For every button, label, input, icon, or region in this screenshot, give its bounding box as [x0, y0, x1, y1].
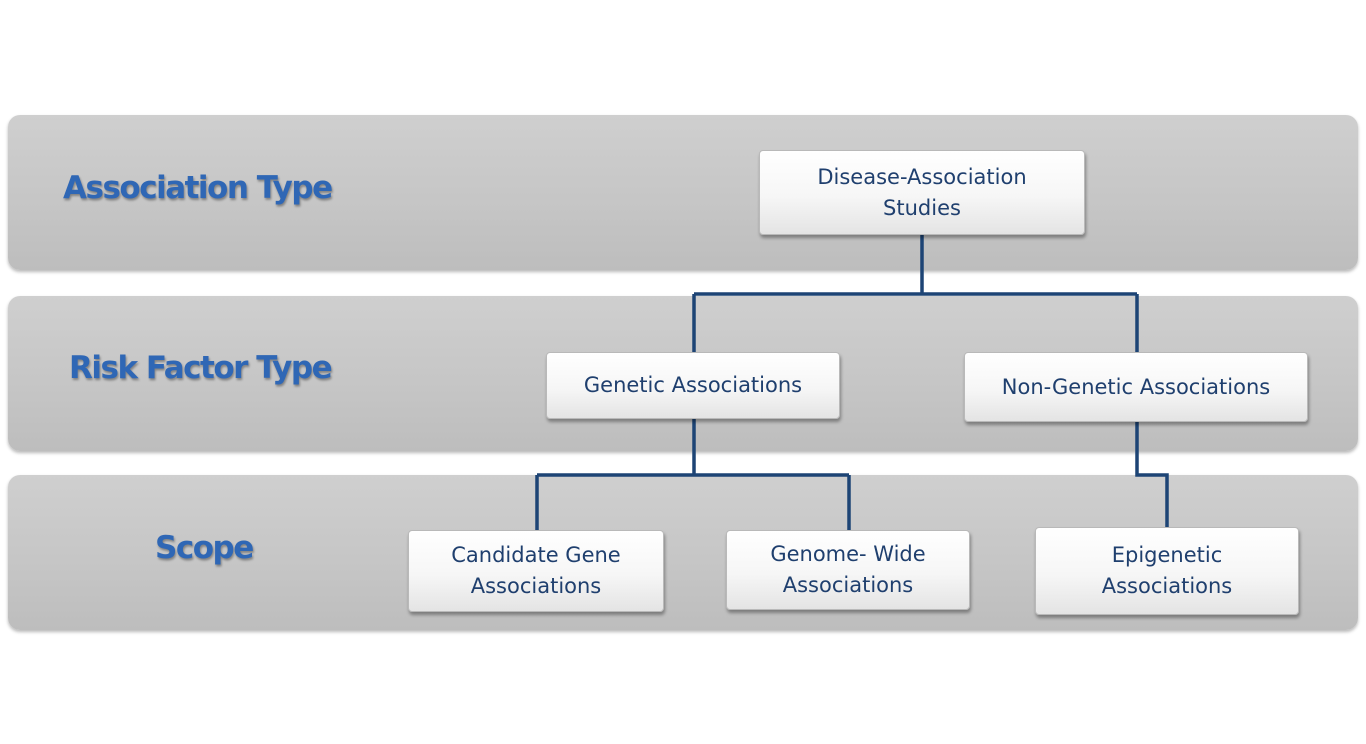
node-text-line: Non-Genetic Associations: [1001, 374, 1271, 399]
genetic-associations-node[interactable]: Genetic Associations: [546, 352, 840, 419]
association-type-band: [8, 115, 1358, 270]
connector-nongenetic-to-epigenetic: [1135, 422, 1169, 527]
node-text: Disease-Association Studies: [817, 162, 1026, 224]
non-genetic-associations-node[interactable]: Non-Genetic Associations: [964, 352, 1308, 422]
node-text: Candidate Gene Associations: [451, 540, 620, 602]
scope-label: Scope: [155, 530, 254, 566]
node-text-line: Candidate Gene: [451, 543, 621, 567]
node-text: Genome- Wide Associations: [770, 539, 925, 601]
node-text-line: Associations: [470, 574, 602, 598]
node-text-line: Associations: [1101, 574, 1233, 598]
node-text: Epigenetic Associations: [1102, 540, 1233, 602]
node-text: Non-Genetic Associations: [1002, 372, 1270, 403]
risk-factor-type-label: Risk Factor Type: [69, 350, 333, 386]
connector-disease-to-risk: [692, 235, 1139, 352]
node-text-line: Epigenetic: [1111, 543, 1223, 567]
candidate-gene-associations-node[interactable]: Candidate Gene Associations: [408, 530, 664, 612]
node-text-line: Associations: [782, 573, 914, 597]
genome-wide-associations-node[interactable]: Genome- Wide Associations: [726, 530, 970, 610]
association-type-label: Association Type: [63, 170, 333, 206]
node-text: Genetic Associations: [584, 370, 802, 401]
disease-association-studies-node[interactable]: Disease-Association Studies: [759, 150, 1085, 235]
epigenetic-associations-node[interactable]: Epigenetic Associations: [1035, 527, 1299, 615]
node-text-line: Genome- Wide: [770, 542, 926, 566]
node-text-line: Genetic Associations: [583, 373, 803, 397]
node-text-line: Studies: [883, 195, 961, 220]
node-text-line: Disease-Association: [817, 164, 1027, 189]
connector-genetic-to-scope: [535, 419, 851, 530]
